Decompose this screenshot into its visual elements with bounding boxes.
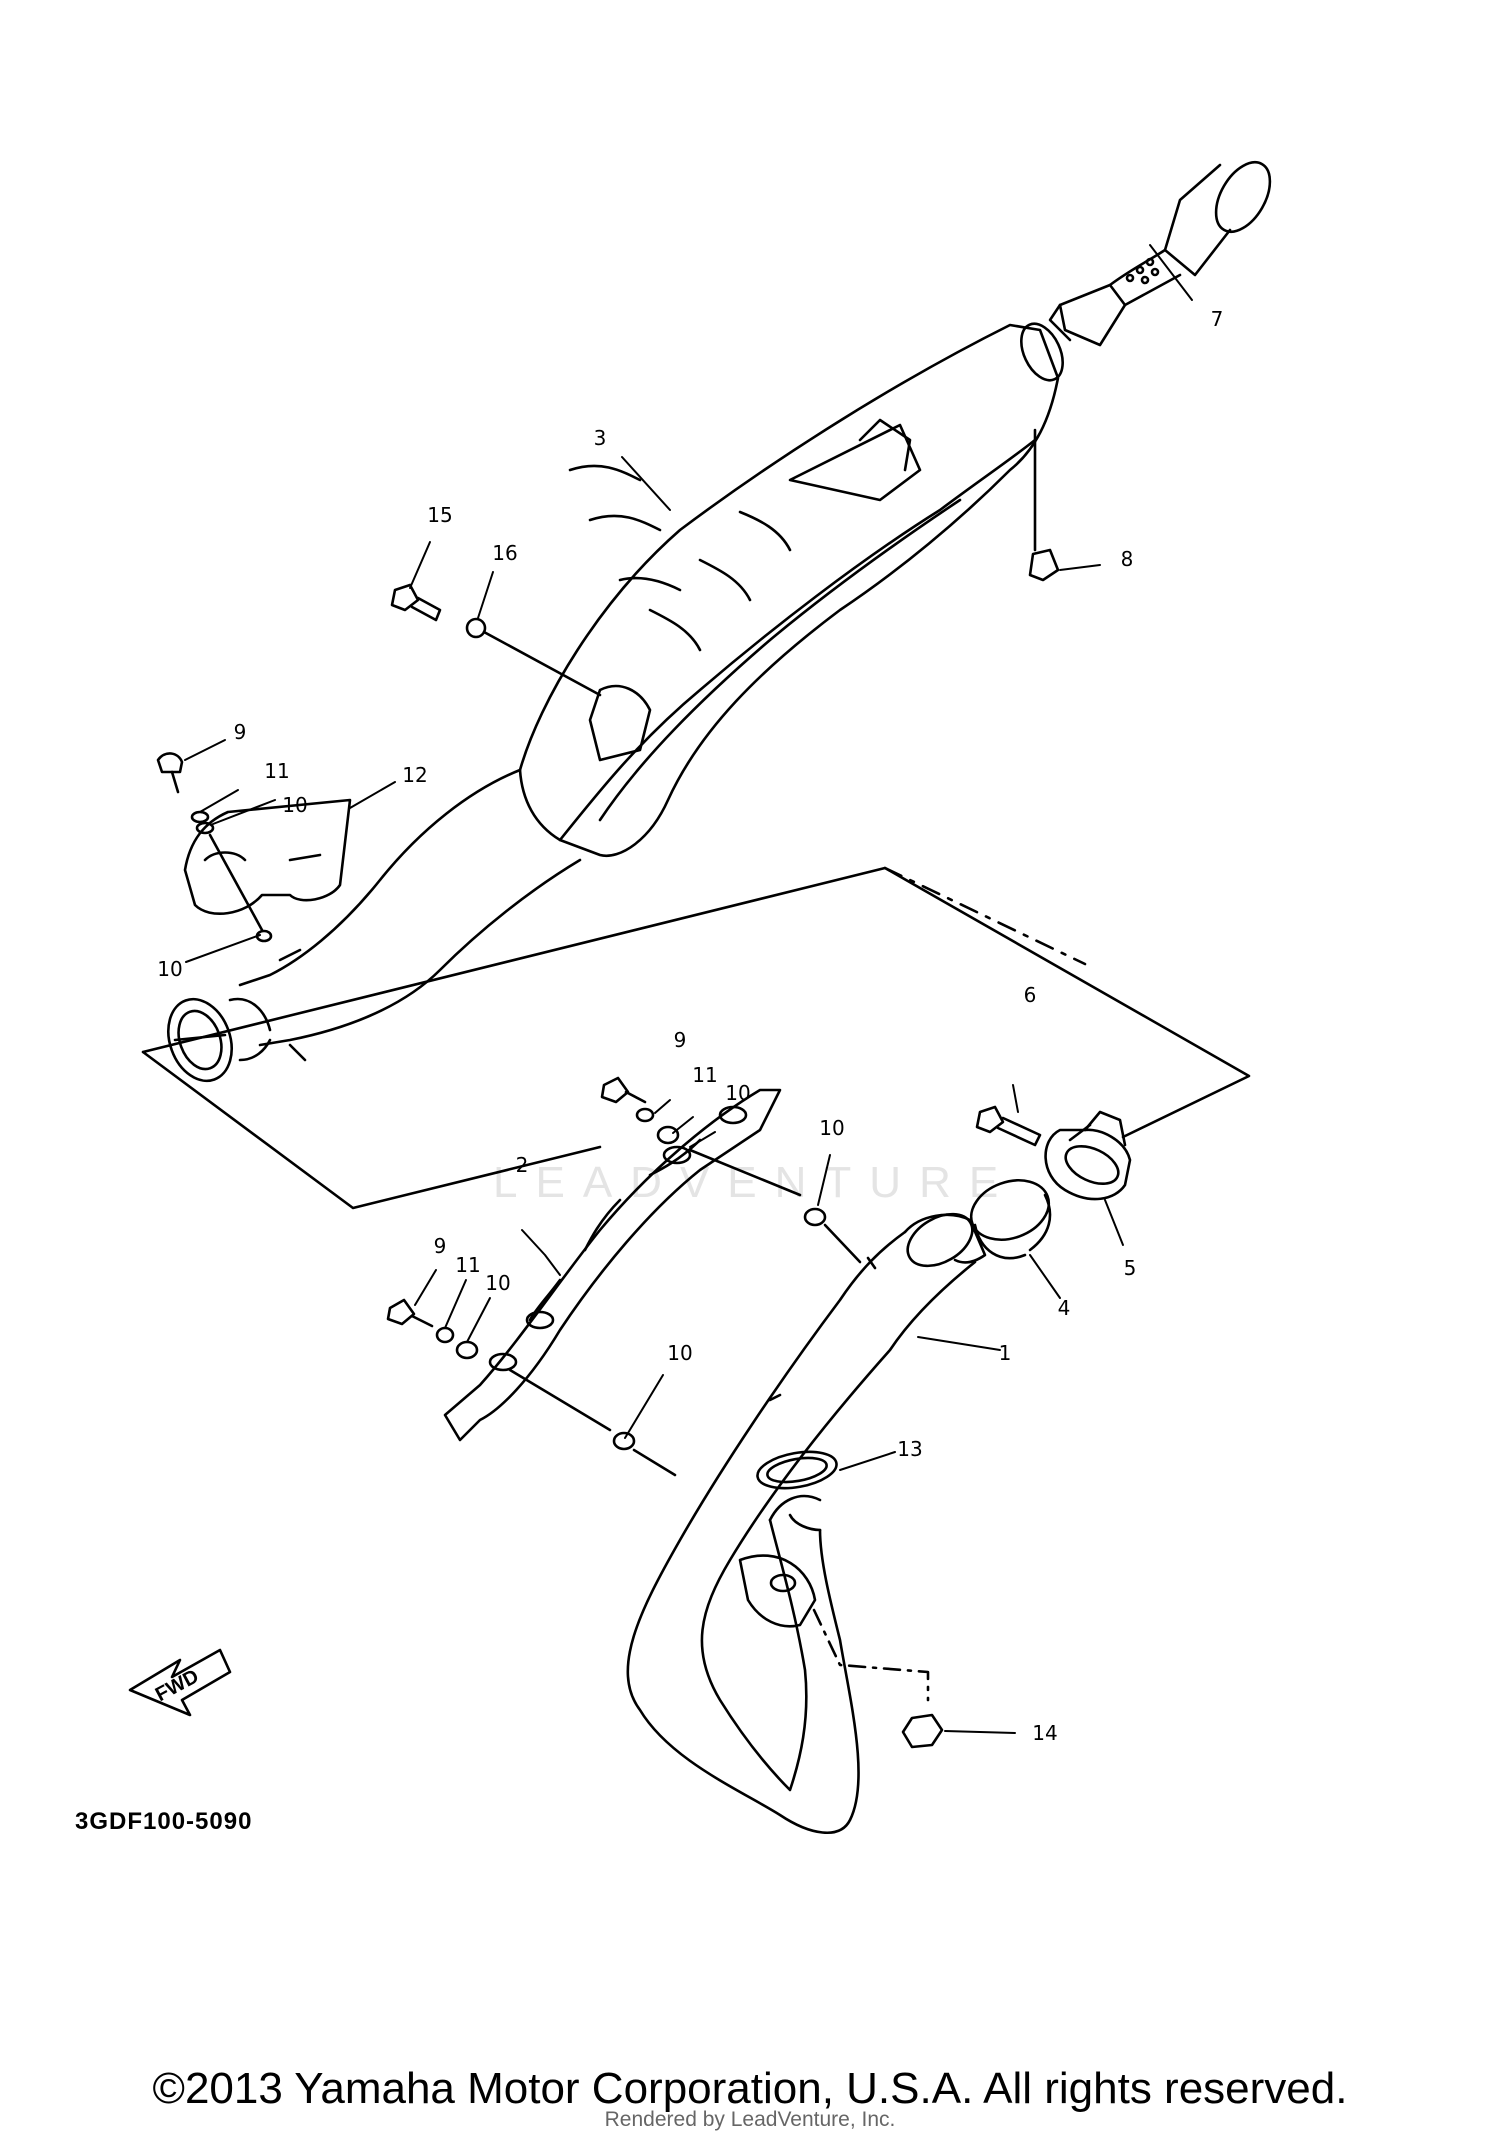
callout-4: 4 (1058, 1296, 1071, 1320)
diagram-code: 3GDF100-5090 (75, 1808, 253, 1835)
bolt-15-washer-16 (390, 583, 602, 697)
callout-10-bottom: 10 (667, 1341, 692, 1365)
callout-10-right: 10 (819, 1116, 844, 1140)
lower-heat-protector (443, 1088, 782, 1442)
callout-10-mid: 10 (725, 1081, 750, 1105)
callout-11-low: 11 (455, 1253, 480, 1277)
clamp (1044, 1110, 1132, 1201)
exhaust-pipe (626, 1212, 987, 1834)
callout-15: 15 (427, 503, 452, 527)
callout-9-low: 9 (434, 1234, 447, 1258)
callout-2: 2 (516, 1153, 529, 1177)
bolt-6 (975, 1105, 1042, 1147)
nut-14 (812, 1608, 944, 1749)
callout-10-low: 10 (485, 1271, 510, 1295)
callout-10-top: 10 (282, 793, 307, 817)
fwd-arrow (128, 1648, 232, 1717)
callout-11-mid: 11 (692, 1063, 717, 1087)
copyright-text: ©2013 Yamaha Motor Corporation, U.S.A. A… (152, 2064, 1348, 2113)
muffler (518, 322, 1064, 858)
callout-11-top: 11 (264, 759, 289, 783)
joint-sleeve (969, 1179, 1052, 1260)
silencer-insert (1048, 161, 1272, 347)
rendered-by-text: Rendered by LeadVenture, Inc. (604, 2108, 896, 2131)
callout-10-guard: 10 (157, 957, 182, 981)
callout-3: 3 (594, 426, 607, 450)
upper-bracket-fasteners (600, 1076, 862, 1264)
gasket (756, 1450, 838, 1490)
callout-5: 5 (1124, 1256, 1137, 1280)
callout-leaders (184, 244, 1193, 1734)
guard-fasteners (156, 752, 273, 943)
callout-9-mid: 9 (674, 1028, 687, 1052)
callout-13: 13 (897, 1437, 922, 1461)
callout-14: 14 (1032, 1721, 1057, 1745)
frame-dash-line (883, 866, 1087, 966)
callout-7: 7 (1211, 307, 1224, 331)
assembly-frame (141, 866, 1251, 1210)
callout-12: 12 (402, 763, 427, 787)
callout-labels: 7 8 3 15 16 9 11 10 12 10 6 9 11 10 10 2… (152, 307, 1223, 1745)
muffler-head-pipe (167, 768, 582, 1083)
callout-8: 8 (1121, 547, 1134, 571)
gasket-inner (766, 1456, 828, 1484)
callout-6: 6 (1024, 983, 1037, 1007)
callout-9-top: 9 (234, 720, 247, 744)
heat-guard (183, 798, 352, 916)
callout-16: 16 (492, 541, 517, 565)
bolt-8 (1028, 428, 1060, 582)
callout-1: 1 (999, 1341, 1012, 1365)
watermark-text: LEADVENTURE (493, 1158, 1017, 1207)
